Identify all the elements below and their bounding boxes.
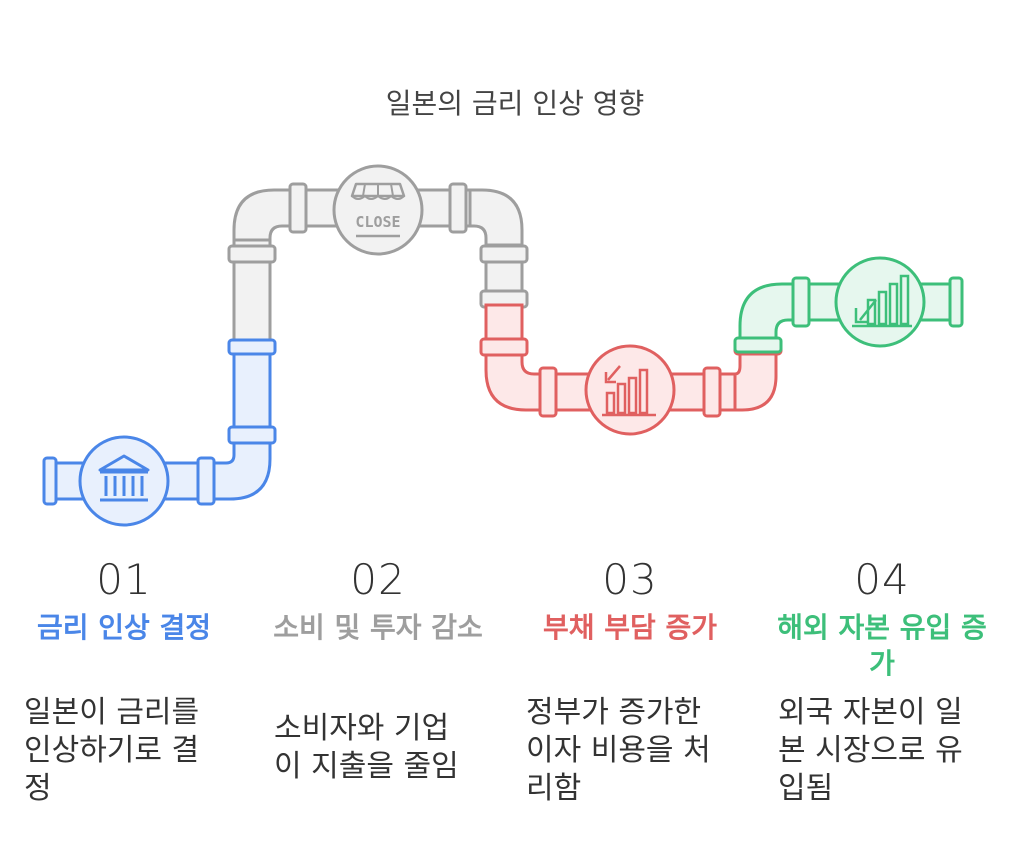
step-number: 03 bbox=[602, 555, 658, 604]
step-3: 03 부채 부담 증가 bbox=[520, 555, 740, 646]
step-label: 부채 부담 증가 bbox=[542, 611, 718, 644]
step-label: 금리 인상 결정 bbox=[36, 611, 212, 644]
pipeline-diagram: CLOSE bbox=[42, 164, 964, 527]
pipe-segment-1 bbox=[42, 338, 277, 506]
closed-store-icon: CLOSE bbox=[332, 164, 424, 256]
step-description: 정부가 증가한 이자 비용을 처리함 bbox=[526, 695, 711, 806]
step-4: 04 해외 자본 유입 증가 bbox=[772, 555, 992, 682]
step-label: 해외 자본 유입 증가 bbox=[777, 611, 987, 680]
chart-down-icon bbox=[584, 344, 676, 436]
chart-up-icon bbox=[834, 256, 926, 348]
step-1: 01 금리 인상 결정 bbox=[14, 555, 234, 646]
step-number: 01 bbox=[96, 555, 152, 604]
bank-icon bbox=[78, 435, 170, 527]
close-sign-text: CLOSE bbox=[355, 213, 400, 231]
step-label: 소비 및 투자 감소 bbox=[273, 611, 483, 644]
step-description: 소비자와 기업이 지출을 줄임 bbox=[274, 711, 459, 784]
step-number: 02 bbox=[350, 555, 406, 604]
step-2: 02 소비 및 투자 감소 bbox=[268, 555, 488, 646]
step-description: 외국 자본이 일본 시장으로 유입됨 bbox=[778, 695, 963, 806]
page-title: 일본의 금리 인상 영향 bbox=[385, 87, 645, 120]
step-number: 04 bbox=[854, 555, 910, 604]
step-description: 일본이 금리를 인상하기로 결정 bbox=[24, 695, 200, 806]
